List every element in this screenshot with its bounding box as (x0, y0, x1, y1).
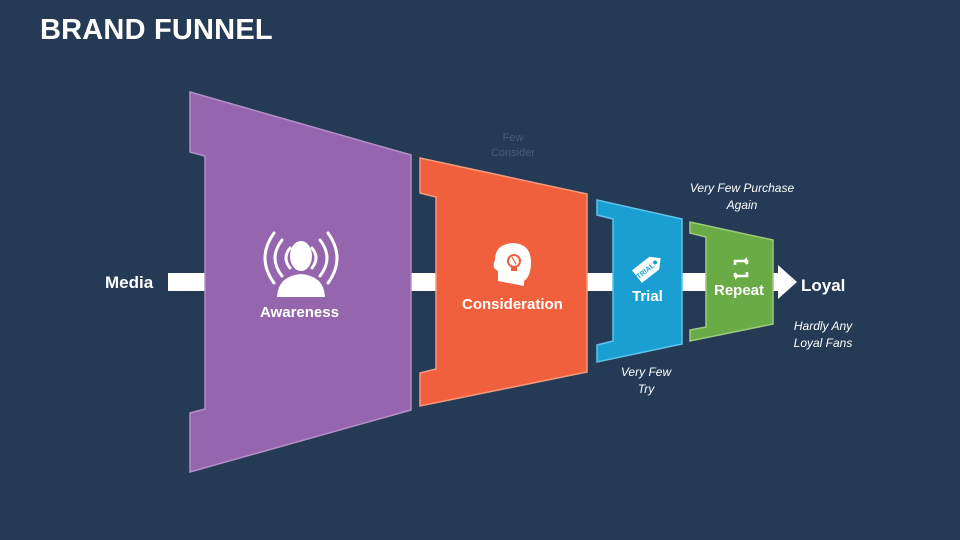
stage-trial-shape (596, 199, 683, 363)
note-consider: Few Consider (490, 132, 536, 159)
stage-trial-label: Trial (632, 288, 663, 305)
note-loyal: Hardly Any Loyal Fans (793, 319, 853, 350)
loyal-label: Loyal (801, 276, 846, 295)
media-label: Media (105, 273, 154, 292)
lightbulb-head-icon (493, 243, 531, 286)
repeat-arrows-icon (733, 257, 749, 280)
arrow-head (778, 265, 797, 299)
stage-consideration-label: Consideration (462, 296, 563, 313)
note-repeat: Very Few Purchase Again (689, 181, 795, 212)
broadcast-person-icon (263, 231, 339, 285)
note-trial: Very Few Try (620, 365, 672, 396)
person-figure (277, 241, 325, 297)
stage-repeat-label: Repeat (714, 282, 765, 299)
stage-repeat-shape (689, 221, 774, 342)
slide-title: BRAND FUNNEL (40, 14, 273, 46)
stage-awareness-label: Awareness (260, 304, 339, 321)
